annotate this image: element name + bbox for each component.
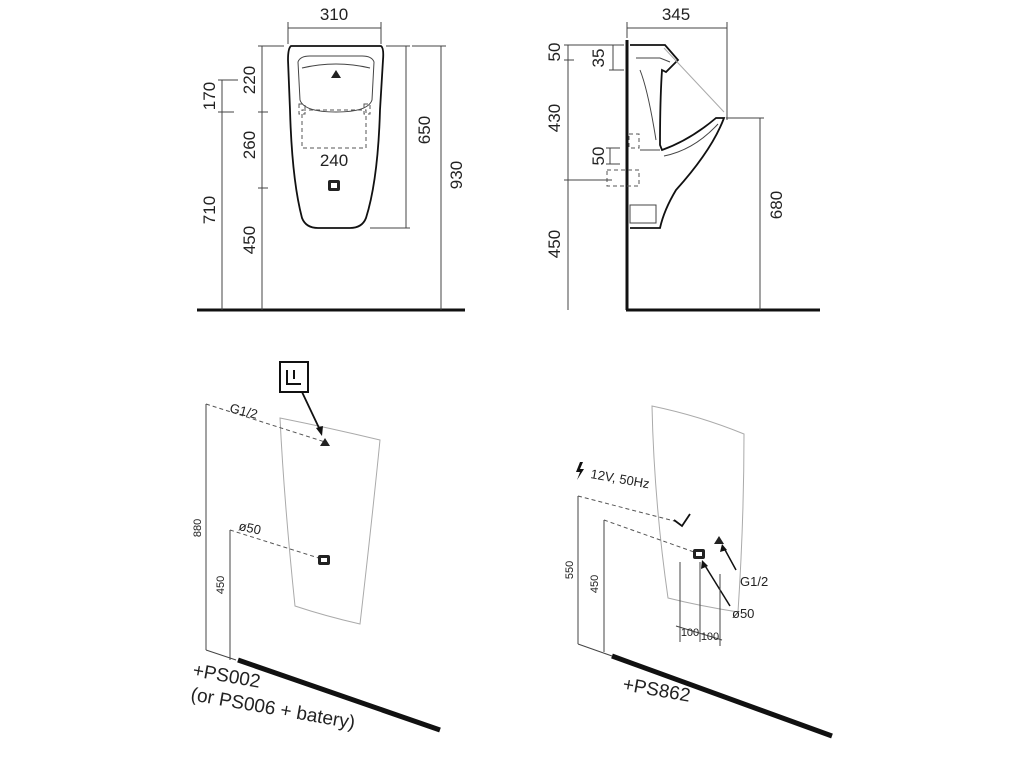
install-right-inlet-label: G1/2 bbox=[740, 574, 768, 589]
front-mount-dashed bbox=[301, 109, 367, 149]
side-urinal-profile bbox=[630, 44, 726, 229]
front-dim-left-upper: 170 bbox=[200, 82, 219, 110]
install-right-height-power: 550 bbox=[564, 561, 576, 579]
side-dim-rim-height: 680 bbox=[767, 191, 786, 219]
install-right: 100 100 12V, 50Hz G1/2 ø50 550 450 +PS86… bbox=[564, 405, 833, 739]
install-right-inlet-icon bbox=[714, 536, 724, 544]
install-right-power-label: 12V, 50Hz bbox=[589, 466, 650, 491]
install-left-panel bbox=[279, 417, 381, 625]
side-dim-outlet-offset: 50 bbox=[589, 147, 608, 166]
side-dim-left-bottom: 450 bbox=[545, 230, 564, 258]
side-view: 345 50 430 450 35 50 680 bbox=[545, 5, 820, 312]
install-left-height-inlet: 880 bbox=[192, 519, 204, 537]
install-right-spacing-left: 100 bbox=[681, 627, 699, 639]
install-left-floor bbox=[237, 657, 441, 733]
install-left-outlet-label: ø50 bbox=[237, 518, 262, 537]
front-dim-right-inner: 650 bbox=[415, 116, 434, 144]
side-dim-left-mid: 430 bbox=[545, 104, 564, 132]
side-dim-inlet-offset: 35 bbox=[589, 49, 608, 68]
front-dim-bowl-width: 240 bbox=[320, 151, 348, 170]
front-inlet-icon bbox=[331, 70, 341, 78]
front-dim-left-lower: 710 bbox=[200, 196, 219, 224]
front-dim-height-mid: 260 bbox=[240, 131, 259, 159]
install-right-panel bbox=[651, 405, 745, 613]
front-view: 310 220 260 450 170 710 240 650 930 bbox=[197, 5, 466, 312]
install-left-inlet-icon bbox=[320, 438, 330, 446]
install-right-floor bbox=[611, 653, 833, 739]
front-mount-right-hole bbox=[363, 103, 371, 115]
install-left-height-outlet: 450 bbox=[215, 576, 227, 594]
front-dim-width: 310 bbox=[320, 5, 348, 24]
front-dim-height-bottom: 450 bbox=[240, 226, 259, 254]
install-right-power-icon bbox=[673, 513, 691, 528]
install-right-height-outlet: 450 bbox=[589, 575, 601, 593]
front-dim-right-outer: 930 bbox=[447, 161, 466, 189]
install-right-lightning-icon bbox=[576, 462, 584, 480]
install-right-outlet-label: ø50 bbox=[732, 606, 754, 621]
front-dim-height-top: 220 bbox=[240, 66, 259, 94]
install-left: G1/2 ø50 880 450 +PS002 (or PS006 + bate… bbox=[189, 361, 441, 734]
side-dim-left-top: 50 bbox=[545, 43, 564, 62]
front-bowl-inner bbox=[301, 63, 371, 69]
front-mount-left-hole bbox=[298, 103, 306, 115]
side-dim-depth: 345 bbox=[662, 5, 690, 24]
front-urinal-outline bbox=[287, 45, 385, 229]
install-left-inlet-label: G1/2 bbox=[228, 400, 259, 421]
install-right-spacing-right: 100 bbox=[701, 631, 719, 643]
